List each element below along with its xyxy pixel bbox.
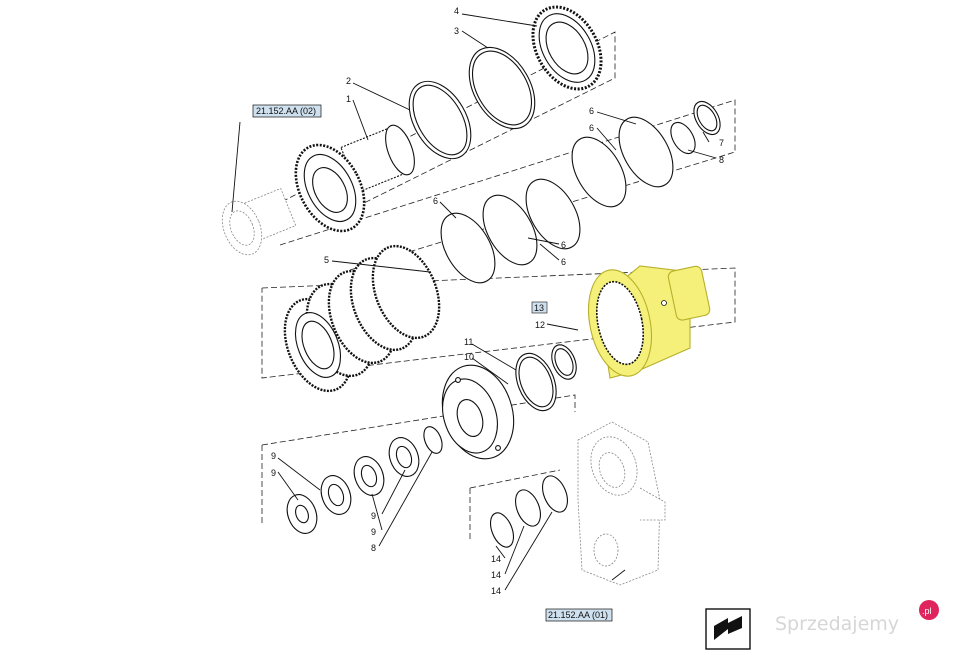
watermark: Sprzedajemy .pl: [775, 600, 939, 635]
callout-6-c: 6: [433, 196, 438, 206]
callout-13: 13: [534, 303, 544, 313]
callout-2: 2: [346, 76, 351, 86]
callout-8-b: 8: [371, 543, 376, 553]
watermark-suffix: .pl: [922, 606, 932, 616]
ghost-shaft: [221, 187, 297, 256]
part-11-seal-ring: [515, 352, 557, 412]
callout-8-a: 8: [719, 155, 724, 165]
callout-1: 1: [346, 94, 351, 104]
rings-14: [489, 475, 568, 548]
part-8-ring: [670, 121, 696, 155]
callout-10: 10: [464, 352, 474, 362]
part-12-seal-ring: [551, 344, 577, 380]
reference-box-top[interactable]: 21.152.AA (02): [252, 104, 322, 118]
callout-14-a: 14: [491, 554, 501, 564]
callout-6-a: 6: [589, 106, 594, 116]
callout-7: 7: [719, 138, 724, 148]
callout-9-b: 9: [271, 468, 276, 478]
part-7-ring: [693, 100, 721, 136]
watermark-badge: [919, 600, 939, 620]
callout-13-box: [531, 301, 548, 314]
watermark-text: Sprzedajemy: [775, 613, 899, 635]
part-1-splined-hub: [294, 124, 415, 233]
washers-9: [286, 437, 420, 534]
part-5-clutch-pack: [283, 244, 441, 393]
reference-box-bottom[interactable]: 21.152.AA (01): [545, 608, 613, 622]
part-10-piston: [441, 364, 515, 460]
ghost-housing: [577, 421, 666, 586]
callout-12: 12: [535, 320, 545, 330]
callout-9-d: 9: [371, 527, 376, 537]
callout-9-a: 9: [271, 451, 276, 461]
callout-9-c: 9: [371, 511, 376, 521]
part-4-gear-ring: [531, 5, 603, 91]
callout-14-b: 14: [491, 570, 501, 580]
part-13-clutch-drum: [588, 265, 711, 379]
callout-5: 5: [324, 255, 329, 265]
arrow-icon[interactable]: [705, 608, 751, 650]
part-8-small-ring: [423, 426, 443, 454]
reference-bottom-label: 21.152.AA (01): [548, 610, 608, 620]
rings-6-upper: [440, 116, 674, 284]
part-3-snap-ring: [468, 46, 536, 130]
callout-6-e: 6: [561, 257, 566, 267]
leader-lines: [231, 13, 717, 591]
callout-6-b: 6: [589, 123, 594, 133]
part-2-circlip: [408, 80, 472, 160]
callout-4: 4: [454, 6, 459, 16]
callout-3: 3: [454, 26, 459, 36]
callout-labels: 4 3 2 1 6 6 7 8 6 6 6 5 13 12 11 10 9 9 …: [271, 6, 724, 596]
callout-11: 11: [464, 337, 473, 347]
callout-6-d: 6: [561, 240, 566, 250]
callout-14-c: 14: [491, 586, 501, 596]
reference-top-label: 21.152.AA (02): [256, 106, 316, 116]
